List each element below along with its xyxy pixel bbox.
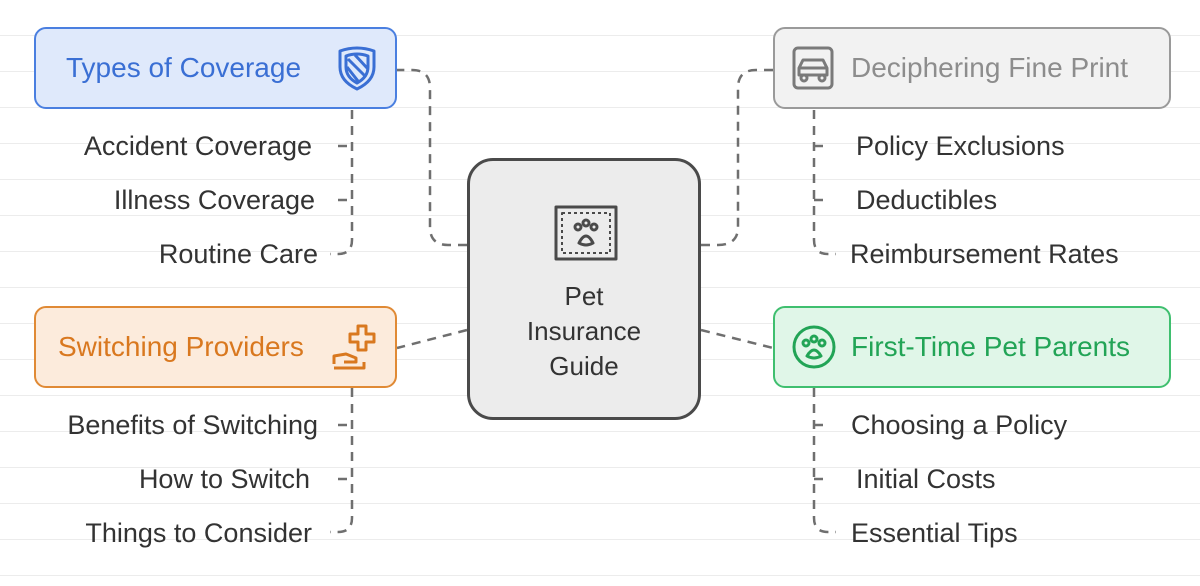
- branch-switching-providers[interactable]: Switching Providers: [34, 306, 397, 388]
- branch-title: First-Time Pet Parents: [851, 331, 1131, 362]
- branch-title: Switching Providers: [58, 331, 304, 362]
- center-title: Pet Insurance Guide: [470, 279, 698, 384]
- hand-plus-icon: [332, 324, 376, 370]
- center-title-line-2: Insurance: [526, 316, 642, 346]
- paw-icon: [792, 325, 836, 369]
- fine-print-item-reimbursement: Reimbursement Rates: [850, 239, 1119, 269]
- branch-deciphering-fine-print[interactable]: Deciphering Fine Print: [773, 27, 1171, 109]
- first-time-item-tips: Essential Tips: [851, 518, 1018, 548]
- branch-types-of-coverage[interactable]: Types of Coverage: [34, 27, 397, 109]
- paw-certificate-icon: [554, 205, 618, 261]
- switching-item-consider: Things to Consider: [85, 518, 312, 548]
- coverage-item-illness: Illness Coverage: [113, 185, 315, 215]
- center-node: Pet Insurance Guide: [467, 158, 701, 420]
- branch-title: Types of Coverage: [66, 52, 302, 83]
- shield-icon: [338, 46, 376, 91]
- switching-item-how: How to Switch: [138, 464, 310, 494]
- coverage-item-routine: Routine Care: [158, 239, 318, 269]
- fine-print-item-exclusions: Policy Exclusions: [856, 131, 1065, 161]
- car-icon: [792, 46, 834, 90]
- coverage-item-accident: Accident Coverage: [83, 131, 312, 161]
- center-title-line-1: Pet: [564, 281, 604, 311]
- switching-item-benefits: Benefits of Switching: [67, 410, 318, 440]
- center-title-line-3: Guide: [549, 351, 619, 381]
- first-time-item-costs: Initial Costs: [856, 464, 996, 494]
- branch-title: Deciphering Fine Print: [851, 52, 1129, 83]
- first-time-item-choosing: Choosing a Policy: [851, 410, 1068, 440]
- branch-first-time-pet-parents[interactable]: First-Time Pet Parents: [773, 306, 1171, 388]
- fine-print-item-deductibles: Deductibles: [856, 185, 998, 215]
